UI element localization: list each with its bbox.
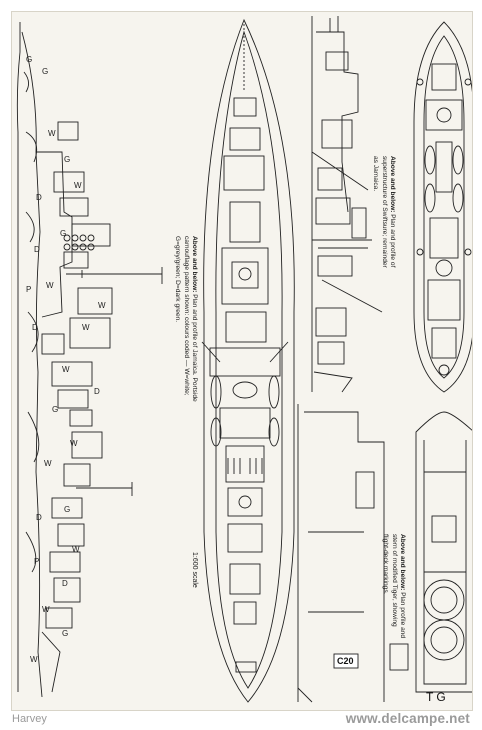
svg-text:W: W — [46, 281, 54, 290]
svg-text:P: P — [34, 557, 39, 566]
svg-text:G: G — [64, 505, 70, 514]
jamaica-profile-drawing — [16, 22, 163, 698]
svg-text:G: G — [52, 405, 58, 414]
svg-text:W: W — [82, 323, 90, 332]
tiger-profile-drawing — [297, 404, 385, 703]
svg-text:W: W — [62, 365, 70, 374]
svg-text:D: D — [62, 579, 68, 588]
jamaica-caption: Above and below: Plan and profile of Jam… — [174, 236, 198, 402]
svg-text:W: W — [72, 545, 80, 554]
swiftsure-plan-drawing — [413, 21, 472, 393]
swiftsure-profile-drawing — [311, 16, 383, 393]
book-page: G G W G D W G D W P W W D W D G W W G D W P D W G W Above… — [11, 11, 473, 711]
svg-text:D: D — [36, 513, 42, 522]
svg-text:G: G — [60, 229, 66, 238]
deck-letters: TG — [426, 690, 449, 704]
svg-text:P: P — [26, 285, 31, 294]
svg-text:D: D — [94, 387, 100, 396]
svg-text:W: W — [44, 459, 52, 468]
ship-drawings: G G W G D W G D W P W W D W D G W W G D W P D W G W — [16, 16, 472, 703]
svg-text:G: G — [26, 55, 32, 64]
svg-text:W: W — [42, 605, 50, 614]
watermark-right: www.delcampe.net — [345, 711, 470, 726]
svg-text:W: W — [48, 129, 56, 138]
camouflage-letters: G G W G D W G D W P W W D W D G W W G D W P D W G W — [26, 55, 106, 664]
tiger-plan-drawing — [389, 411, 472, 693]
tiger-caption: Above and below: Plan profile and stern … — [382, 534, 406, 639]
svg-text:W: W — [74, 181, 82, 190]
svg-text:W: W — [98, 301, 106, 310]
svg-text:G: G — [62, 629, 68, 638]
svg-text:G: G — [64, 155, 70, 164]
svg-text:W: W — [30, 655, 38, 664]
svg-text:W: W — [70, 439, 78, 448]
hull-marking-label: C20 — [337, 656, 354, 666]
svg-text:D: D — [36, 193, 42, 202]
swiftsure-caption: Above and below: Plan and profile of sup… — [372, 156, 396, 268]
svg-text:D: D — [32, 323, 38, 332]
scale-label: 1:600 scale — [191, 552, 198, 588]
watermark-left: Harvey — [12, 713, 47, 725]
svg-text:G: G — [42, 67, 48, 76]
svg-text:D: D — [34, 245, 40, 254]
jamaica-plan-drawing — [201, 18, 295, 703]
